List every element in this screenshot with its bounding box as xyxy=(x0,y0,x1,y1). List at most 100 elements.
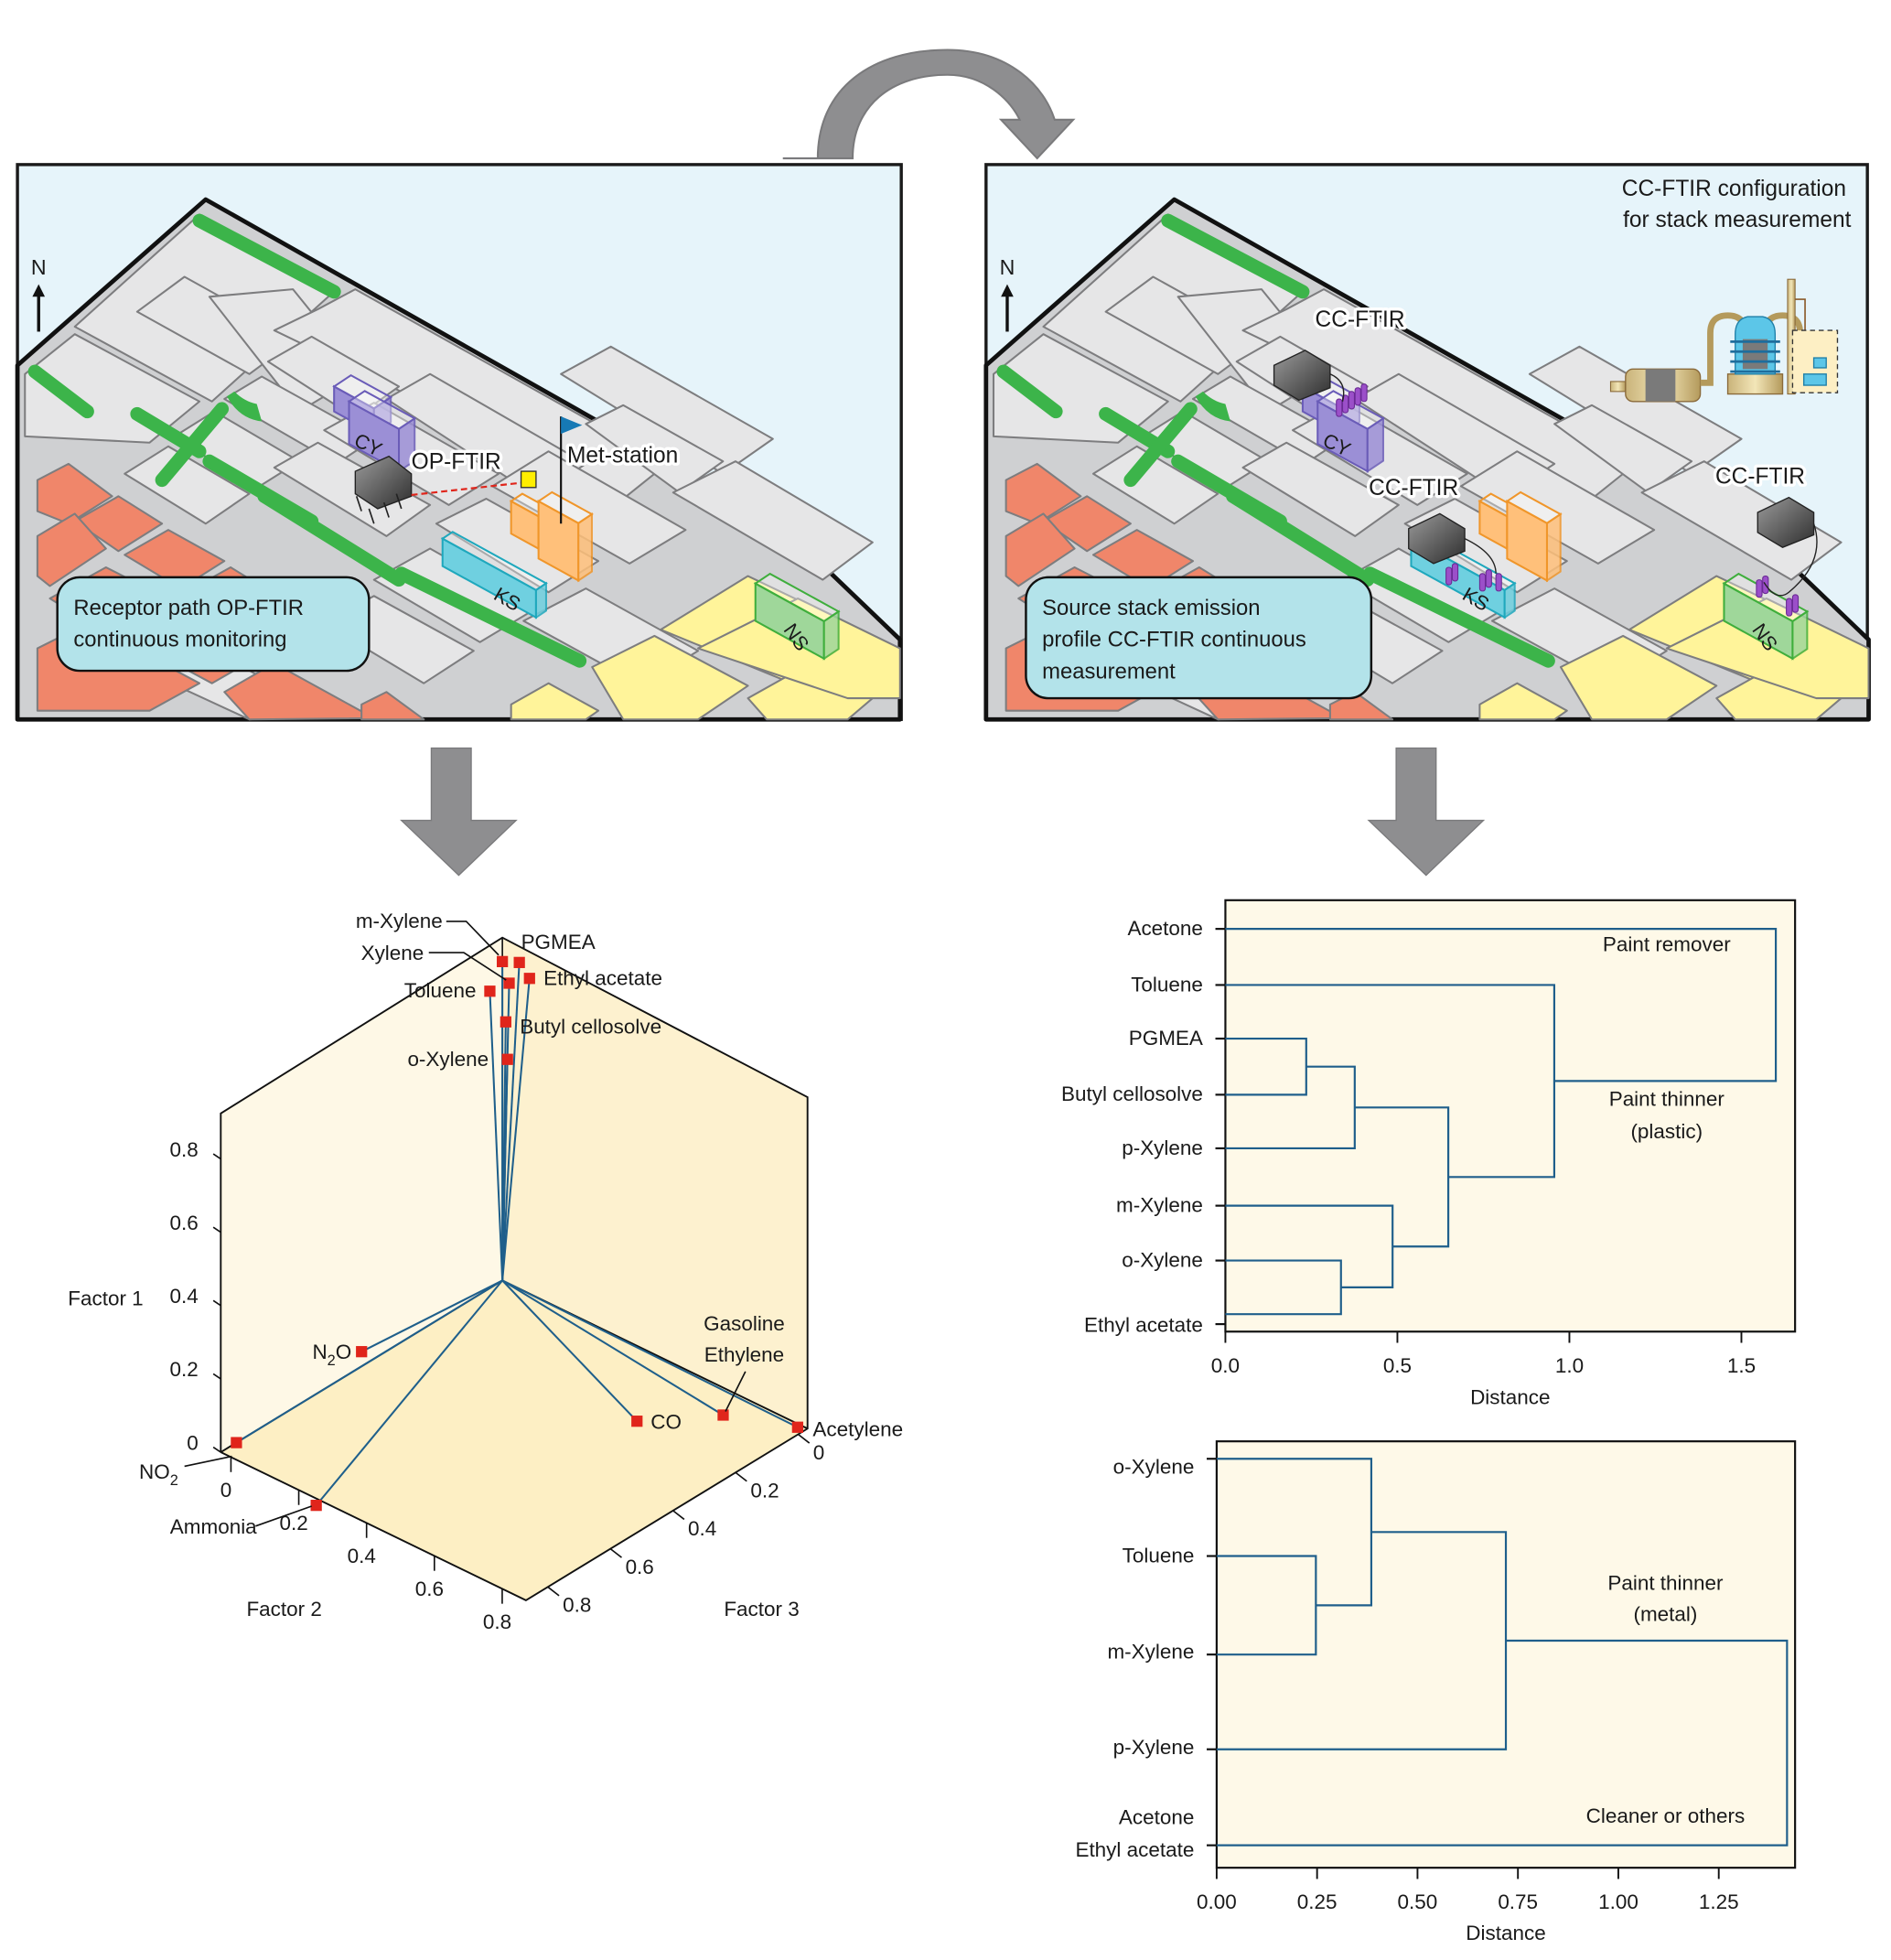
leaf-label: o-Xylene xyxy=(1113,1456,1195,1479)
north-arrow-head-icon xyxy=(1001,284,1014,297)
loading-vector xyxy=(235,1279,503,1444)
cluster-annotation: (plastic) xyxy=(1630,1120,1703,1143)
map-block xyxy=(1640,460,1843,581)
cluster-annotation: (metal) xyxy=(1633,1602,1697,1625)
leaf-label: m-Xylene xyxy=(1107,1640,1194,1663)
sampling-probe xyxy=(1354,387,1361,406)
factor3-tick-label: 0.4 xyxy=(688,1517,716,1540)
green-strip xyxy=(996,364,1063,419)
factor1-tick xyxy=(212,1446,221,1453)
factor2-tick-label: 0.6 xyxy=(415,1578,444,1600)
residential-block xyxy=(36,462,113,525)
factor1-tick xyxy=(212,1226,221,1233)
scrubber-core xyxy=(1742,339,1768,370)
sampling-probe xyxy=(1478,573,1487,592)
x-tick-label: 0.50 xyxy=(1398,1890,1438,1913)
map-block xyxy=(266,335,401,419)
cc-ftir-label-cy: CC-FTIR xyxy=(1316,307,1405,332)
green-island xyxy=(1195,391,1230,422)
leaf-label: Butyl cellosolve xyxy=(1061,1082,1203,1105)
leaf-label: Toluene xyxy=(1123,1544,1195,1567)
label-ethylene: Ethylene xyxy=(704,1343,784,1366)
north-arrow-head-icon xyxy=(32,284,46,297)
down-arrow-left xyxy=(400,747,518,877)
factor2-tick-label: 0.4 xyxy=(348,1545,376,1567)
building-met-tower-top xyxy=(1505,490,1563,524)
met-station-label: Met-station xyxy=(567,444,678,468)
label-ethyl-acetate: Ethyl acetate xyxy=(543,966,662,989)
factor2-tick-label: 0.2 xyxy=(279,1512,307,1535)
ir-beam xyxy=(411,481,524,497)
factor-loading-3d-chart: 0000.20.20.20.40.40.40.60.60.60.80.80.8F… xyxy=(68,910,903,1633)
building-met-tower-top xyxy=(536,490,594,524)
info-box-line: Source stack emission xyxy=(1042,596,1260,620)
north-label: N xyxy=(1000,255,1015,279)
label-no2: NO2 xyxy=(139,1460,178,1489)
sampling-probe xyxy=(1445,566,1453,586)
loading-vector xyxy=(501,1279,799,1428)
building-cy: CY xyxy=(1316,390,1385,473)
loading-marker-acetylene xyxy=(791,1421,803,1433)
map-block xyxy=(1553,404,1693,494)
x-tick-label: 0.00 xyxy=(1197,1890,1237,1913)
loading-marker-ethyl-acetate xyxy=(523,973,535,985)
factor3-tick xyxy=(547,1586,560,1597)
factor3-tick-label: 0.8 xyxy=(563,1594,591,1617)
x-tick-label: 0.75 xyxy=(1498,1890,1538,1913)
label-toluene: Toluene xyxy=(404,979,477,1002)
cluster-annotation: Paint remover xyxy=(1603,933,1731,956)
factor3-tick-label: 0 xyxy=(813,1441,825,1464)
dendrogram-branch xyxy=(1225,928,1778,1082)
tripod-leg xyxy=(368,508,375,524)
x-axis-label: Distance xyxy=(1470,1385,1550,1408)
met-station-flag-icon xyxy=(561,416,583,435)
factor3-tick-label: 0.6 xyxy=(626,1556,654,1578)
info-box-line: continuous monitoring xyxy=(73,628,286,652)
loading-marker-co xyxy=(631,1416,643,1427)
sampling-probe xyxy=(1786,598,1793,617)
back-wall-left xyxy=(220,937,503,1453)
leaf-label: PGMEA xyxy=(1129,1027,1203,1050)
factor3-axis-label: Factor 3 xyxy=(724,1598,799,1621)
building-ks: KS xyxy=(440,531,548,619)
factor1-tick xyxy=(212,1153,221,1160)
green-strip xyxy=(1226,489,1375,587)
building-cy-top xyxy=(1316,390,1385,430)
x-tick-label: 0.25 xyxy=(1297,1890,1338,1913)
label-m-xylene: m-Xylene xyxy=(356,910,443,932)
industrial-block xyxy=(1478,682,1568,721)
loading-marker-m-xylene xyxy=(496,955,509,967)
residential-block xyxy=(73,495,164,553)
stack-configuration-illustration xyxy=(1609,278,1839,403)
x-tick-label: 0.5 xyxy=(1383,1354,1412,1377)
sampling-probe xyxy=(1348,391,1356,410)
green-strip xyxy=(27,364,94,419)
map-block xyxy=(585,404,725,494)
building-met-tower-side xyxy=(1545,512,1562,583)
analyzer-icon xyxy=(1803,373,1827,386)
retroreflector-icon xyxy=(520,470,537,489)
building-met-tower-side xyxy=(577,512,593,583)
residential-block xyxy=(1042,495,1132,553)
factor1-tick xyxy=(212,1299,221,1307)
factor1-tick-label: 0.6 xyxy=(170,1212,199,1234)
cc-ftir-device-icon xyxy=(1273,350,1331,402)
map-block xyxy=(1241,288,1637,501)
loading-marker-xylene xyxy=(503,977,515,989)
cc-ftir-device-icon xyxy=(1757,496,1815,548)
dendrogram-plot-area xyxy=(1224,899,1797,1333)
sampling-probe xyxy=(1791,594,1800,613)
map-block xyxy=(124,445,251,525)
loading-marker-toluene xyxy=(484,985,496,997)
leaf-label: o-Xylene xyxy=(1122,1248,1203,1271)
sampling-probe xyxy=(1756,579,1763,598)
tripod-leg xyxy=(395,493,403,510)
residential-block xyxy=(1005,462,1082,525)
loading-marker-butyl-cellosolve xyxy=(500,1016,511,1028)
info-box-line: measurement xyxy=(1042,659,1176,684)
label-n2o: N2O xyxy=(312,1341,351,1369)
cc-ftir-device-icon xyxy=(1408,512,1466,565)
label-ammonia: Ammonia xyxy=(170,1515,257,1538)
factor2-tick-label: 0.8 xyxy=(483,1610,511,1633)
loading-marker-ammonia xyxy=(310,1500,322,1512)
